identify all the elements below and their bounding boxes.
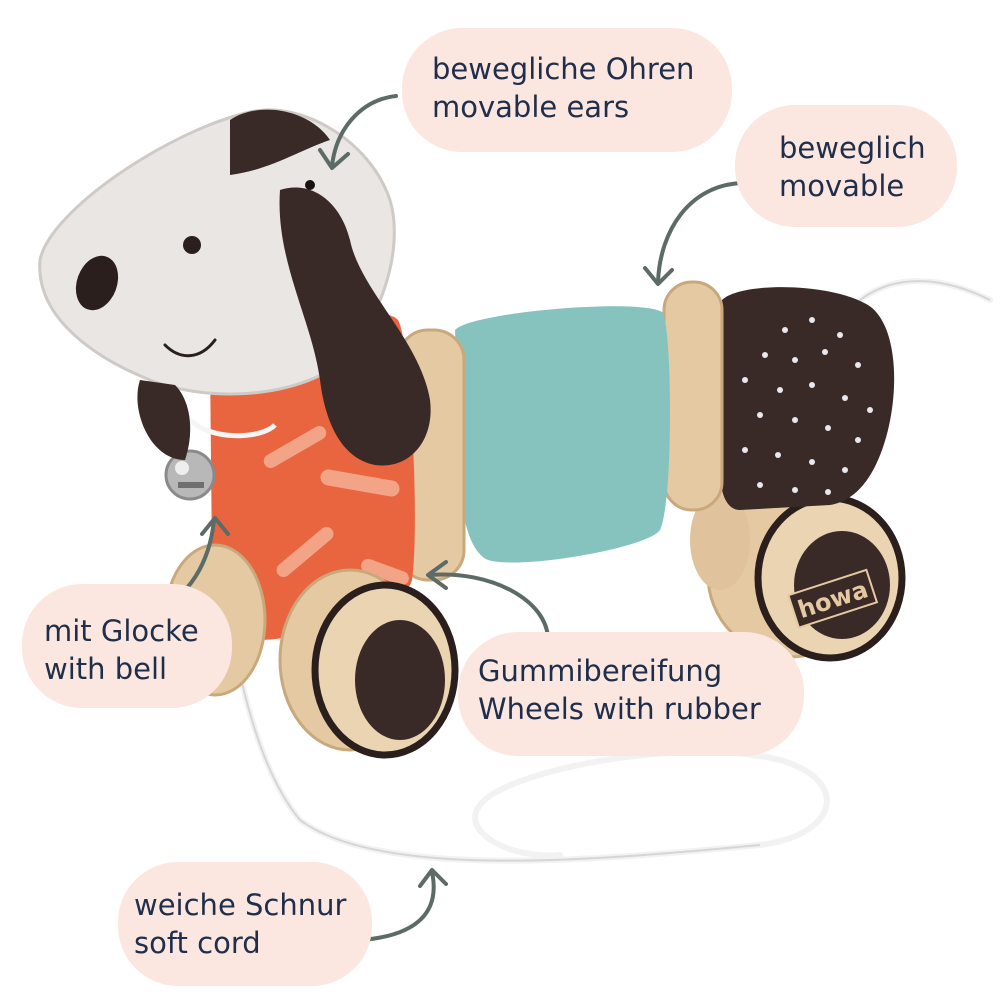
callout-cord-de: weiche Schnur	[134, 888, 347, 922]
bell	[164, 418, 277, 501]
front-wheel	[278, 568, 459, 759]
arrow-wheels	[426, 560, 550, 642]
callout-ears-de: bewegliche Ohren	[432, 52, 695, 86]
callout-body-en: movable	[779, 169, 905, 203]
callout-bell-de: mit Glocke	[44, 614, 199, 648]
callout-cord-en: soft cord	[134, 926, 261, 960]
callout-bell-en: with bell	[44, 652, 168, 686]
arrow-body	[643, 181, 744, 286]
callout-body: beweglich movable	[735, 105, 957, 227]
middle-body	[455, 306, 670, 563]
callout-ears-en: movable ears	[432, 90, 630, 124]
arrow-cord	[360, 868, 448, 942]
callout-ears: bewegliche Ohren movable ears	[402, 28, 732, 152]
callout-wheels-de: Gummibereifung	[478, 654, 723, 688]
wood-spacer-back	[662, 280, 724, 512]
callout-bell: mit Glocke with bell	[22, 584, 232, 708]
dog-head	[38, 108, 431, 466]
callout-wheels-en: Wheels with rubber	[478, 692, 761, 726]
back-body	[720, 287, 895, 510]
callout-cord: weiche Schnur soft cord	[118, 862, 372, 986]
arrow-ears	[318, 94, 398, 170]
callout-body-de: beweglich	[779, 131, 926, 165]
callout-wheels: Gummibereifung Wheels with rubber	[458, 632, 804, 756]
